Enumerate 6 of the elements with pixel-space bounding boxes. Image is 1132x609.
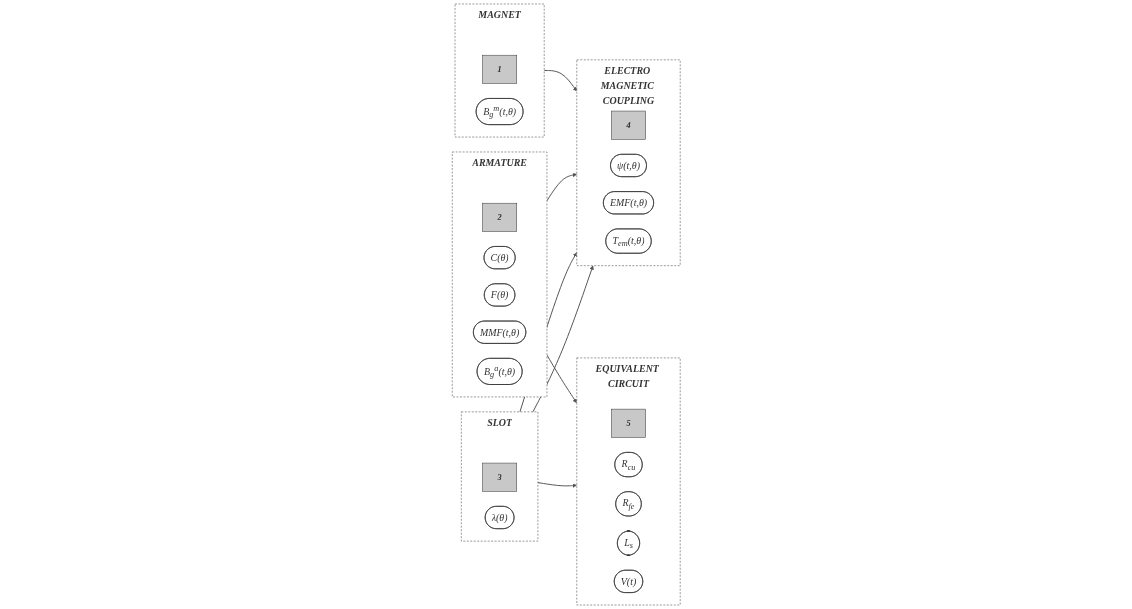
node-box: 4 [610, 110, 646, 140]
arrow [532, 265, 594, 413]
node-box: 1 [481, 54, 517, 84]
node-box: 3 [481, 462, 517, 492]
node-box: 2 [481, 202, 517, 232]
node-box: 5 [610, 408, 646, 438]
